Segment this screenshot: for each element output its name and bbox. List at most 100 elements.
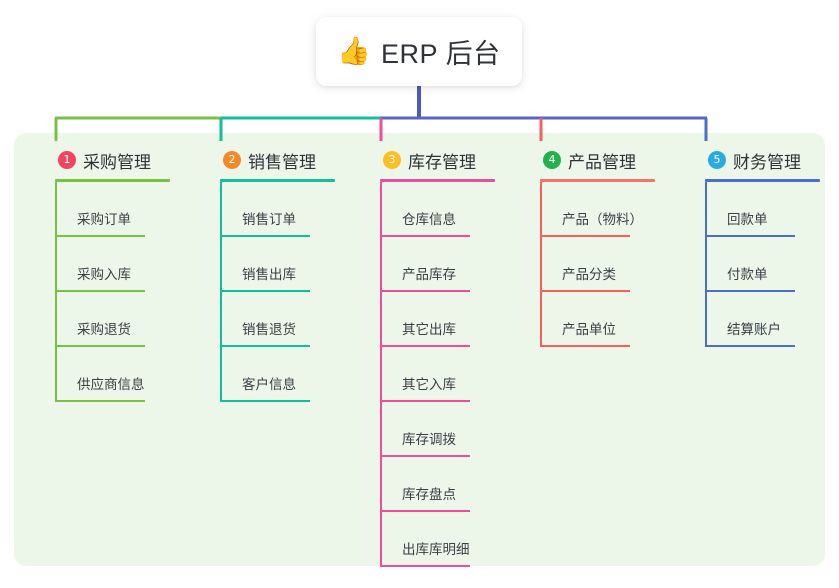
thumbs-up-icon: 👍 bbox=[337, 36, 372, 66]
list-item-underline bbox=[380, 400, 470, 402]
list-item-label: 产品分类 bbox=[562, 267, 616, 282]
column-underline bbox=[705, 179, 820, 182]
list-item[interactable]: 库存调拨 bbox=[380, 402, 517, 457]
column-underline bbox=[220, 179, 335, 182]
list-item-underline bbox=[220, 345, 310, 347]
item-connector-stem bbox=[380, 457, 382, 512]
item-connector-stem bbox=[540, 292, 542, 347]
item-connector-stem bbox=[380, 292, 382, 347]
list-item[interactable]: 产品单位 bbox=[540, 292, 677, 347]
column-header-1[interactable]: 1 采购管理 bbox=[32, 147, 192, 173]
item-connector-stem bbox=[705, 182, 707, 237]
list-item-label: 产品（物料） bbox=[562, 212, 643, 227]
list-item[interactable]: 产品库存 bbox=[380, 237, 517, 292]
list-item-underline bbox=[540, 235, 630, 237]
page-title: ERP 后台 bbox=[381, 39, 501, 69]
list-item-underline bbox=[540, 290, 630, 292]
item-connector-stem bbox=[220, 182, 222, 237]
list-item[interactable]: 付款单 bbox=[705, 237, 839, 292]
list-item[interactable]: 产品（物料） bbox=[540, 182, 677, 237]
list-item-underline bbox=[55, 235, 145, 237]
list-item[interactable]: 销售订单 bbox=[220, 182, 357, 237]
root-title-card: 👍 ERP 后台 bbox=[316, 17, 522, 86]
list-item[interactable]: 库存盘点 bbox=[380, 457, 517, 512]
list-item-label: 回款单 bbox=[727, 212, 768, 227]
list-item-underline bbox=[55, 290, 145, 292]
column-underline bbox=[380, 179, 495, 182]
list-item-label: 客户信息 bbox=[242, 377, 296, 392]
list-item-label: 供应商信息 bbox=[77, 377, 145, 392]
list-item[interactable]: 其它入库 bbox=[380, 347, 517, 402]
list-item-underline bbox=[55, 400, 145, 402]
list-item-label: 仓库信息 bbox=[402, 212, 456, 227]
list-item-underline bbox=[380, 510, 470, 512]
content-panel bbox=[14, 133, 825, 566]
list-item-label: 产品单位 bbox=[562, 322, 616, 337]
list-item-label: 采购订单 bbox=[77, 212, 131, 227]
list-item-label: 库存调拨 bbox=[402, 432, 456, 447]
item-connector-stem bbox=[380, 237, 382, 292]
item-connector-stem bbox=[380, 182, 382, 237]
column-header-3[interactable]: 3 库存管理 bbox=[357, 147, 517, 173]
item-connector-stem bbox=[380, 512, 382, 567]
list-item[interactable]: 采购入库 bbox=[55, 237, 192, 292]
item-connector-stem bbox=[540, 182, 542, 237]
list-item-label: 采购入库 bbox=[77, 267, 131, 282]
item-connector-stem bbox=[705, 292, 707, 347]
list-item-underline bbox=[220, 290, 310, 292]
list-item-label: 付款单 bbox=[727, 267, 768, 282]
item-connector-stem bbox=[705, 237, 707, 292]
list-item-underline bbox=[380, 565, 470, 567]
column-number-badge: 1 bbox=[58, 151, 76, 169]
list-item[interactable]: 采购退货 bbox=[55, 292, 192, 347]
item-connector-stem bbox=[380, 347, 382, 402]
column-title: 库存管理 bbox=[408, 152, 476, 172]
list-item[interactable]: 产品分类 bbox=[540, 237, 677, 292]
list-item-label: 销售订单 bbox=[242, 212, 296, 227]
list-item-underline bbox=[540, 345, 630, 347]
list-item-underline bbox=[220, 235, 310, 237]
list-item-underline bbox=[380, 290, 470, 292]
column-items: 产品（物料） 产品分类产品单位 bbox=[540, 182, 677, 347]
item-connector-stem bbox=[220, 292, 222, 347]
list-item-underline bbox=[380, 455, 470, 457]
column-items: 回款单付款单结算账户 bbox=[705, 182, 839, 347]
column-title: 财务管理 bbox=[733, 152, 801, 172]
column-items: 仓库信息产品库存其它出库其它入库库存调拨库存盘点出库库明细 bbox=[380, 182, 517, 567]
item-connector-stem bbox=[55, 347, 57, 402]
list-item-underline bbox=[380, 235, 470, 237]
column-underline bbox=[55, 179, 170, 182]
list-item-label: 结算账户 bbox=[727, 322, 781, 337]
list-item[interactable]: 仓库信息 bbox=[380, 182, 517, 237]
column-title: 采购管理 bbox=[83, 152, 151, 172]
item-connector-stem bbox=[220, 347, 222, 402]
column-underline bbox=[540, 179, 655, 182]
column-1: 1 采购管理采购订单采购入库采购退货供应商信息 bbox=[32, 147, 192, 402]
list-item-underline bbox=[705, 345, 795, 347]
column-3: 3 库存管理仓库信息产品库存其它出库其它入库库存调拨库存盘点出库库明细 bbox=[357, 147, 517, 567]
list-item[interactable]: 回款单 bbox=[705, 182, 839, 237]
list-item[interactable]: 出库库明细 bbox=[380, 512, 517, 567]
item-connector-stem bbox=[55, 237, 57, 292]
list-item-underline bbox=[705, 290, 795, 292]
list-item[interactable]: 其它出库 bbox=[380, 292, 517, 347]
list-item[interactable]: 销售退货 bbox=[220, 292, 357, 347]
list-item-underline bbox=[705, 235, 795, 237]
list-item[interactable]: 供应商信息 bbox=[55, 347, 192, 402]
column-number-badge: 3 bbox=[383, 151, 401, 169]
list-item[interactable]: 客户信息 bbox=[220, 347, 357, 402]
list-item-label: 采购退货 bbox=[77, 322, 131, 337]
list-item[interactable]: 采购订单 bbox=[55, 182, 192, 237]
list-item[interactable]: 销售出库 bbox=[220, 237, 357, 292]
list-item-underline bbox=[380, 345, 470, 347]
list-item-label: 产品库存 bbox=[402, 267, 456, 282]
list-item[interactable]: 结算账户 bbox=[705, 292, 839, 347]
item-connector-stem bbox=[380, 402, 382, 457]
